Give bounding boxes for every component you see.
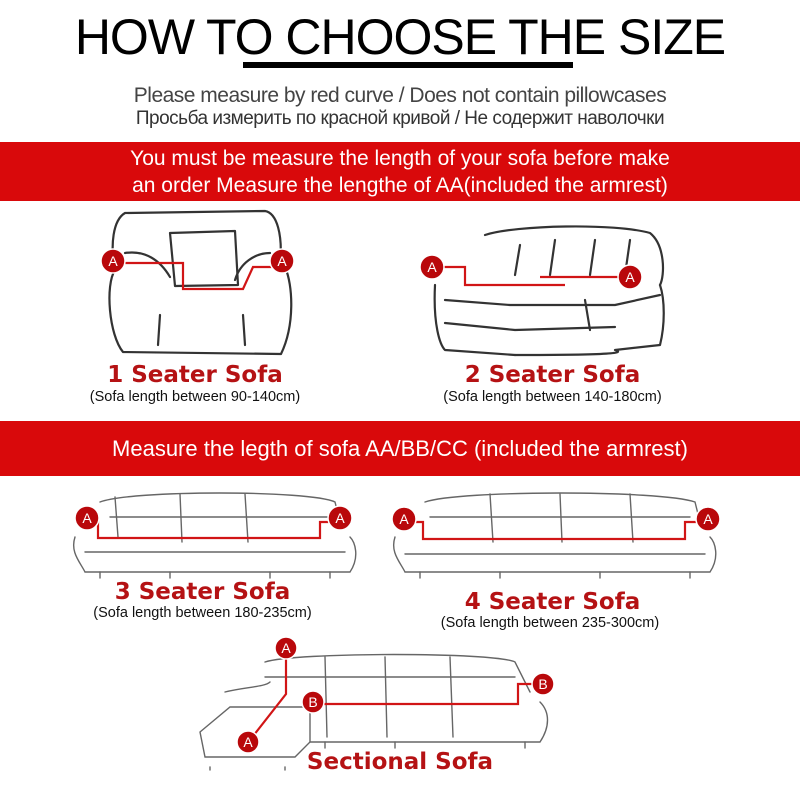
marker-a-right: A: [617, 264, 643, 290]
measure-instruction-banner: You must be measure the length of your s…: [0, 142, 800, 201]
marker-a-left: A: [419, 254, 445, 280]
svg-text:A: A: [335, 510, 345, 526]
sofa-label-1-seater: 1 Seater Sofa: [107, 362, 283, 388]
svg-text:A: A: [625, 269, 635, 285]
svg-text:A: A: [82, 510, 92, 526]
title-underline: [243, 62, 573, 68]
marker-a-right: A: [695, 506, 720, 532]
svg-text:A: A: [703, 511, 713, 527]
sofa-range-4-seater: (Sofa length between 235-300cm): [440, 615, 660, 631]
sofa-label-2-seater: 2 Seater Sofa: [464, 362, 641, 388]
sofa-range-1-seater: (Sofa length between 90-140cm): [89, 389, 301, 405]
svg-text:B: B: [538, 676, 547, 692]
marker-b-right: B: [531, 672, 555, 696]
banner-line-2: an order Measure the lengthe of AA(inclu…: [132, 174, 668, 197]
marker-b-left: B: [301, 690, 325, 714]
svg-text:A: A: [277, 253, 287, 269]
svg-text:A: A: [108, 253, 118, 269]
marker-a-right: A: [269, 248, 295, 274]
marker-a-top: A: [274, 636, 298, 660]
one-seater-sofa-illustration: A A: [100, 209, 295, 356]
sectional-sofa-illustration: A A B B: [199, 636, 555, 771]
svg-text:B: B: [308, 694, 317, 710]
marker-a-left: A: [100, 248, 126, 274]
svg-text:A: A: [427, 259, 437, 275]
svg-text:A: A: [243, 734, 253, 750]
sofa-label-3-seater: 3 Seater Sofa: [114, 579, 291, 605]
sofa-range-2-seater: (Sofa length between 140-180cm): [443, 389, 662, 405]
measure-sections-banner: Measure the legth of sofa AA/BB/CC (incl…: [0, 421, 800, 476]
sofa-label-sectional: Sectional Sofa: [306, 749, 494, 775]
marker-a-bottom: A: [236, 730, 260, 754]
subtitle-english: Please measure by red curve / Does not c…: [133, 84, 667, 107]
sofa-range-3-seater: (Sofa length between 180-235cm): [93, 605, 312, 621]
marker-a-right: A: [327, 505, 353, 531]
three-seater-sofa-illustration: A A: [73, 492, 357, 579]
two-seater-sofa-illustration: A A: [419, 225, 665, 357]
svg-text:A: A: [399, 511, 409, 527]
sofa-label-4-seater: 4 Seater Sofa: [464, 589, 641, 615]
marker-a-left: A: [391, 506, 417, 532]
svg-text:A: A: [281, 640, 291, 656]
banner-line-1: You must be measure the length of your s…: [130, 147, 670, 170]
marker-a-left: A: [74, 505, 100, 531]
page-title: HOW TO CHOOSE THE SIZE: [74, 9, 726, 65]
four-seater-sofa-illustration: A A: [391, 492, 720, 579]
subtitle-russian: Просьба измерить по красной кривой / Не …: [135, 108, 665, 129]
